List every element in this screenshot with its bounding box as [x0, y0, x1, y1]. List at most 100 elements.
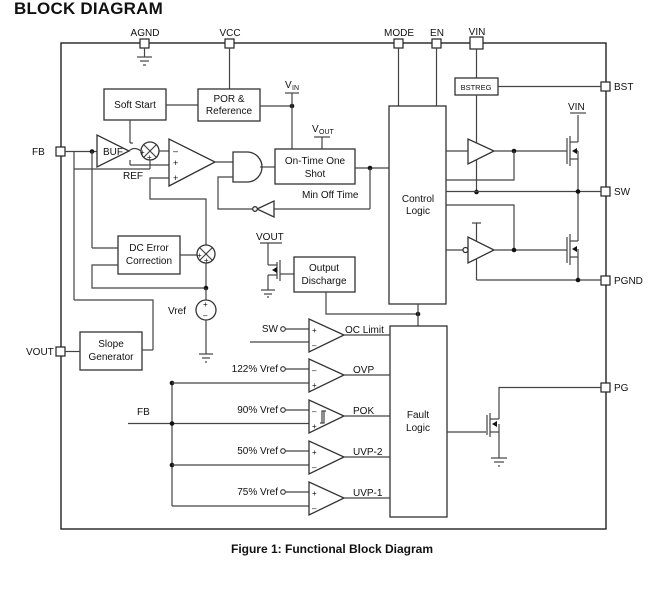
svg-text:+: + — [173, 173, 178, 183]
pin-mode-label: MODE — [384, 28, 414, 39]
fault-logic-block: Fault Logic — [389, 325, 448, 518]
pin-sw-label: SW — [614, 187, 631, 198]
svg-text:+: + — [312, 448, 317, 457]
pin-pg: PG — [600, 382, 629, 394]
comparator-output-label: OC Limit — [345, 325, 384, 336]
svg-text:+: + — [203, 300, 208, 309]
pin-vout-label: VOUT — [26, 347, 54, 358]
pin-bst: BST — [600, 81, 633, 93]
svg-text:+: + — [204, 256, 209, 265]
low-side-mosfet-icon — [566, 226, 579, 280]
input-terminal-icon — [280, 326, 286, 332]
comparator-oc-limit: SW + – OC Limit — [250, 317, 390, 354]
svg-text:–: – — [173, 146, 178, 156]
comparator-input-label: 50% Vref — [237, 446, 278, 457]
vin-supply-label: V IN — [285, 80, 299, 94]
slope-label-1: Slope — [98, 339, 124, 350]
pin-agnd: AGND — [131, 28, 160, 66]
svg-text:IN: IN — [292, 85, 299, 92]
vout-discharge-label: VOUT — [256, 232, 284, 243]
discharge-mosfet-icon — [261, 243, 294, 298]
comparator-input-label: 90% Vref — [237, 405, 278, 416]
min-off-time-label: Min Off Time — [302, 190, 359, 201]
pin-pgnd: PGND — [600, 275, 643, 287]
pin-vin-label: VIN — [469, 27, 486, 38]
pin-mode: MODE — [384, 28, 414, 106]
dc-error-correction-block: DC Error Correction — [117, 235, 181, 275]
por-label-1: POR & — [213, 94, 244, 105]
pin-bst-label: BST — [614, 82, 633, 93]
control-logic-label-1: Control — [402, 194, 434, 205]
bstreg-block: BSTREG — [454, 77, 499, 96]
pin-vcc-label: VCC — [219, 28, 240, 39]
ground-icon — [199, 353, 213, 363]
svg-text:V: V — [312, 124, 319, 135]
svg-text:–: – — [312, 366, 317, 375]
fault-logic-label-2: Logic — [406, 423, 430, 434]
comparator-triangle — [308, 439, 346, 476]
soft-start-block: Soft Start — [103, 88, 167, 121]
control-logic-label-2: Logic — [406, 206, 430, 217]
por-label-2: Reference — [206, 106, 253, 117]
comparator-output-label: POK — [353, 406, 374, 417]
slope-generator-block: Slope Generator — [79, 331, 143, 371]
pin-agnd-label: AGND — [131, 28, 160, 39]
on-time-label-2: Shot — [305, 169, 326, 180]
output-discharge-block: Output Discharge — [293, 256, 356, 293]
comparator-triangle — [308, 480, 346, 517]
buf-label: BUF — [103, 147, 123, 158]
vout-supply-label: V OUT — [312, 124, 335, 138]
comparator-input-label: SW — [262, 324, 279, 335]
control-logic-block: Control Logic — [388, 105, 447, 305]
comparator-input-label: 122% Vref — [232, 364, 279, 375]
comparator-pok: 90% Vref – + POK — [237, 398, 390, 435]
summing-junction-1: + + — [140, 141, 160, 162]
and-gate — [232, 151, 263, 183]
high-side-driver — [467, 137, 496, 166]
dc-error-label-1: DC Error — [129, 243, 169, 254]
svg-text:+: + — [312, 489, 317, 498]
comparator-uvp-2: 50% Vref + – UVP-2 — [237, 439, 390, 476]
pin-sw: SW — [600, 186, 631, 198]
pg-mosfet-icon — [486, 386, 601, 467]
section-heading: BLOCK DIAGRAM — [14, 0, 163, 18]
comparator-triangle — [308, 317, 346, 354]
comparator-output-label: UVP-2 — [353, 447, 383, 458]
discharge-label-2: Discharge — [301, 276, 346, 287]
comparator-uvp-1: 75% Vref+–UVP-1 — [237, 480, 390, 517]
svg-text:–: – — [312, 341, 317, 350]
comparator-triangle — [308, 357, 346, 394]
low-side-driver — [462, 235, 496, 265]
svg-text:+: + — [197, 251, 202, 260]
svg-text:OUT: OUT — [319, 129, 335, 136]
vref-source-icon: + – — [195, 299, 217, 321]
svg-text:–: – — [312, 463, 317, 472]
chip-outline — [60, 42, 607, 530]
comparator-triangle — [308, 398, 346, 435]
svg-text:+: + — [147, 153, 152, 162]
pin-vin: VIN — [469, 27, 486, 78]
ref-label: REF — [123, 171, 143, 182]
input-terminal-icon — [280, 407, 286, 413]
pin-vout: VOUT — [26, 346, 66, 358]
pin-pgnd-label: PGND — [614, 276, 643, 287]
svg-text:+: + — [312, 326, 317, 335]
buffer-amplifier: BUF — [96, 133, 131, 169]
comparator-output-label: OVP — [353, 365, 374, 376]
pin-en: EN — [430, 28, 444, 106]
comparator-ovp: 122% Vref – + OVP — [232, 357, 390, 394]
svg-text:+: + — [312, 381, 317, 390]
vin-highside-label: VIN — [568, 102, 585, 113]
high-side-mosfet-icon — [566, 115, 579, 226]
svg-text:–: – — [312, 407, 317, 416]
pin-pg-label: PG — [614, 383, 629, 394]
svg-text:+: + — [140, 148, 145, 157]
svg-text:+: + — [173, 158, 178, 168]
hysteresis-icon — [320, 410, 326, 424]
svg-text:+: + — [312, 422, 317, 431]
input-terminal-icon — [280, 489, 286, 495]
svg-text:–: – — [312, 504, 317, 513]
pin-vcc: VCC — [219, 28, 241, 89]
pwm-comparator: – + + — [168, 137, 217, 188]
